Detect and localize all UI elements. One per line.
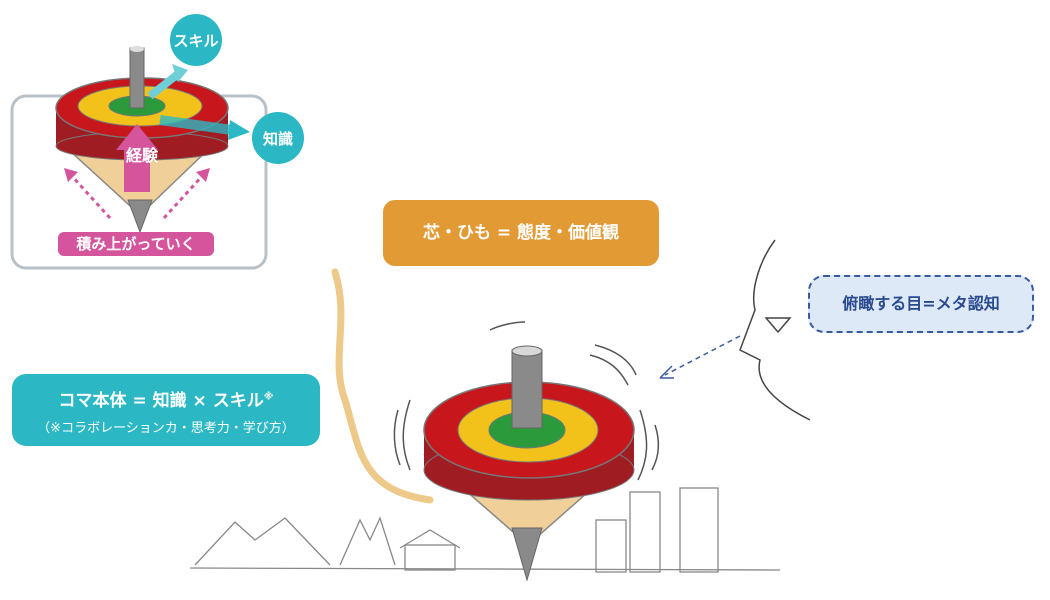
core-string-label: 芯・ひも = 態度・価値観 — [383, 200, 659, 266]
gaze-arrowhead — [659, 365, 674, 379]
face-observer — [739, 239, 811, 421]
string — [331, 268, 434, 504]
gaze-arrow — [664, 335, 741, 376]
body-title-mark: ※ — [263, 391, 274, 403]
metacognition-label: 俯瞰する目=メタ認知 — [808, 275, 1034, 333]
landscape — [189, 487, 781, 573]
knowledge-badge: 知識 — [252, 112, 304, 164]
body-title: コマ本体 = 知識 × スキル — [58, 391, 264, 411]
large-spinning-top — [393, 321, 660, 582]
experience-label: 経験 — [126, 146, 159, 165]
stacking-label: 積み上がっていく — [58, 232, 214, 256]
skill-badge: スキル — [170, 14, 222, 66]
body-note: （※コラボレーションカ・思考力・学び方） — [37, 421, 295, 436]
small-spinning-top — [55, 46, 250, 234]
top-body-box: コマ本体 = 知識 × スキル※ （※コラボレーションカ・思考力・学び方） — [12, 374, 320, 446]
